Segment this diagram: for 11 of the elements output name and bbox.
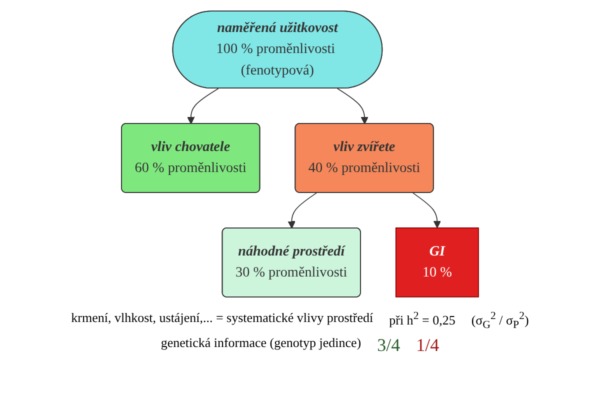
arrow bbox=[288, 192, 317, 229]
note-text: (σ$_{G}$$^{2}$ / σ$_{P}$$^{2}$) bbox=[471, 310, 529, 331]
node-box: GI 10 % bbox=[395, 227, 479, 298]
note-text: krmení, vlhkost, ustájení,... = systematické vlivy prostředí bbox=[71, 310, 374, 327]
note-text: genetická informace (genotyp jedince) bbox=[160, 334, 362, 352]
fraction-label: 3/4 bbox=[377, 334, 400, 356]
note-text: při h$^{2}$ = 0,25 bbox=[389, 310, 456, 330]
arrow bbox=[412, 192, 442, 228]
arrow bbox=[187, 88, 219, 124]
fraction-label: 1/4 bbox=[416, 334, 440, 356]
arrow bbox=[336, 88, 368, 124]
